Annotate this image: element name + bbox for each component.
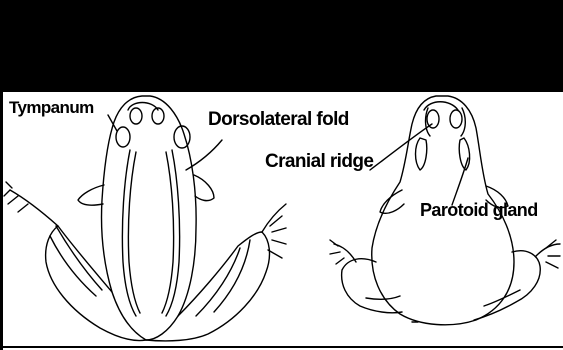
toad-left-hindleg: [342, 259, 402, 313]
cranial-ridge-pointer: [370, 124, 432, 170]
frog-illustration: [4, 96, 286, 341]
frog-left-dorsolateral-fold: [122, 150, 136, 316]
cranial-ridge-label: Cranial ridge: [265, 152, 373, 171]
toad-left-eye-icon: [427, 110, 439, 128]
dorsolateral-fold-label: Dorsolateral fold: [208, 110, 349, 129]
toad-right-hindleg: [474, 251, 540, 320]
tympanum-label: Tympanum: [9, 99, 94, 116]
toad-right-parotoid-gland: [459, 138, 469, 170]
toad-snout: [424, 102, 458, 110]
parotoid-gland-pointer: [452, 158, 468, 205]
frog-left-tympanum-icon: [116, 127, 130, 147]
frog-right-hindleg: [146, 232, 269, 341]
frog-right-dorsolateral-fold: [166, 150, 180, 316]
toad-left-parotoid-gland: [416, 138, 427, 170]
parotoid-gland-label: Parotoid gland: [420, 201, 538, 219]
frog-right-foreleg: [194, 175, 214, 201]
toad-right-eye-icon: [450, 110, 462, 128]
frog-body-outline: [101, 96, 196, 340]
frog-left-eye-icon: [130, 108, 142, 124]
frog-left-foreleg: [78, 185, 104, 205]
